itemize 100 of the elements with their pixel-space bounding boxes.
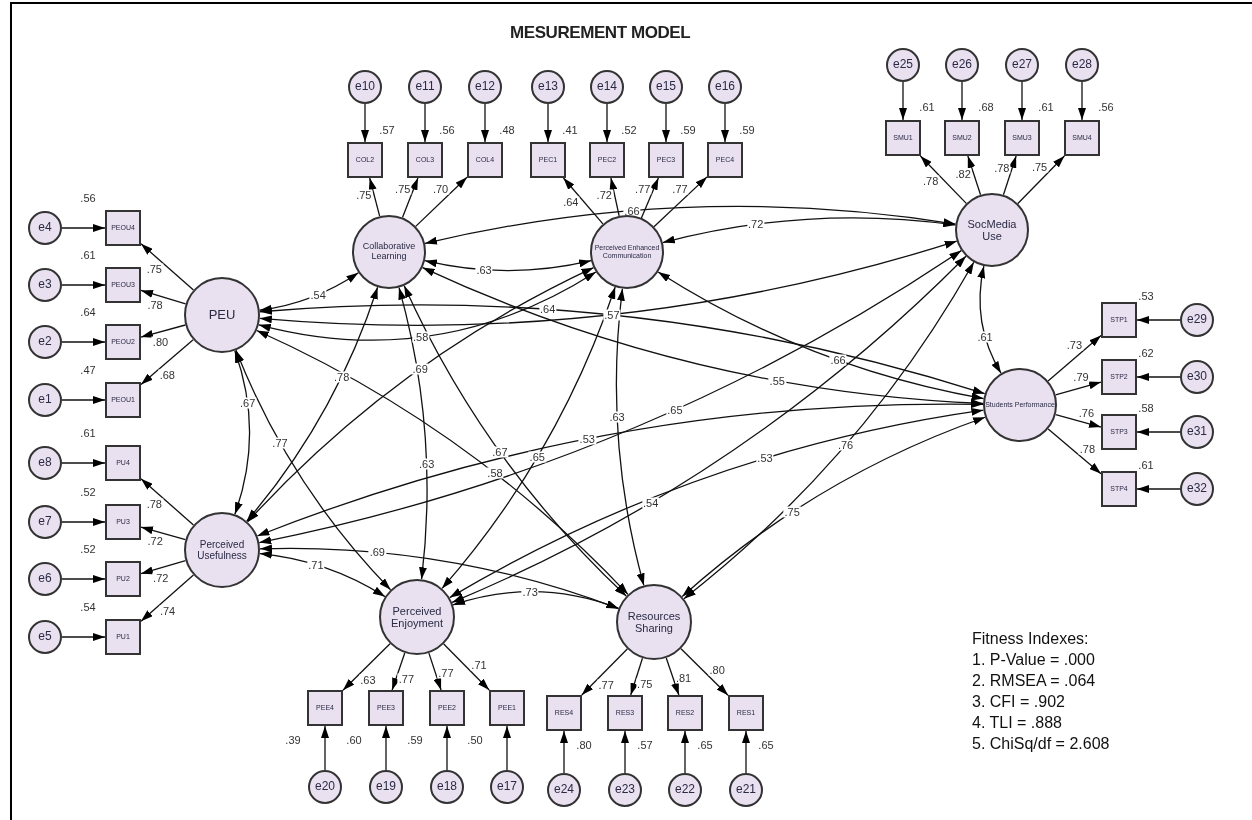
path-arrow <box>681 730 689 774</box>
indicator-box <box>589 142 625 178</box>
r-squared-label: .54 <box>80 601 96 613</box>
variable-label: e25 <box>893 58 913 72</box>
path-arrow <box>899 81 907 121</box>
path-arrow <box>1136 316 1181 324</box>
indicator-box <box>648 142 684 178</box>
path-arrow <box>958 81 966 121</box>
diagram-title: MESUREMENT MODEL <box>510 22 691 44</box>
edge-label: .78 <box>1078 443 1097 455</box>
edge-label: .74 <box>158 605 177 617</box>
edge-label: .77 <box>597 679 615 691</box>
edge-label: .75 <box>145 263 163 275</box>
edge-label: .78 <box>993 162 1011 174</box>
indicator-box <box>530 142 566 178</box>
variable-label: e3 <box>38 278 52 292</box>
path-arrow <box>919 155 967 205</box>
r-squared-label: .61 <box>919 101 935 113</box>
edge-label: .73 <box>521 586 539 598</box>
path-arrow <box>581 648 628 696</box>
edge-label: .77 <box>437 667 455 679</box>
variable-label: e31 <box>1187 425 1207 439</box>
edge-label: .76 <box>1077 407 1096 419</box>
r-squared-label: .56 <box>439 124 455 136</box>
indicator-box <box>368 690 404 726</box>
variable-label: e2 <box>38 335 52 349</box>
r-squared-label: .65 <box>697 739 713 751</box>
edge-label: .77 <box>671 183 689 194</box>
edge-label: .67 <box>491 446 509 458</box>
indicator-box <box>429 690 465 726</box>
indicator-box <box>1101 414 1137 450</box>
variable-label: PEU <box>208 307 236 323</box>
indicator-box <box>467 142 503 178</box>
edge-label: .63 <box>475 264 493 276</box>
r-squared-label: .64 <box>80 306 96 318</box>
edge-label: .72 <box>146 536 164 547</box>
r-squared-label: .59 <box>407 734 423 746</box>
path-arrow <box>742 730 750 774</box>
path-arrow <box>1047 334 1102 382</box>
variable-label: SocMedia Use <box>966 217 1018 243</box>
variable-label: e13 <box>538 80 558 94</box>
edge-label: .80 <box>151 336 170 348</box>
covariance-arrow <box>259 551 386 598</box>
r-squared-label: .57 <box>637 739 653 751</box>
edge-label: .80 <box>708 664 726 676</box>
edge-label: .77 <box>397 673 416 685</box>
r-squared-label: .39 <box>285 734 301 746</box>
path-arrow <box>61 281 106 289</box>
path-arrow <box>1136 373 1181 381</box>
variable-label: e8 <box>38 456 52 470</box>
indicator-box <box>1101 471 1137 507</box>
path-arrow <box>140 339 194 386</box>
path-arrow <box>61 396 106 404</box>
edge-label: .82 <box>954 168 972 180</box>
indicator-box <box>1064 120 1100 156</box>
path-arrow <box>1017 155 1066 205</box>
variable-label: e15 <box>656 80 676 94</box>
edge-label: .68 <box>158 369 176 381</box>
edge-label: .57 <box>603 309 621 321</box>
path-arrow <box>61 338 106 346</box>
edge-label: .63 <box>608 411 626 423</box>
r-squared-label: .53 <box>1138 290 1154 302</box>
indicator-box <box>885 120 921 156</box>
edge-label: .72 <box>595 189 613 200</box>
indicator-box <box>1004 120 1040 156</box>
path-arrow <box>562 177 604 225</box>
r-squared-label: .59 <box>680 124 696 136</box>
path-arrow <box>1078 81 1086 121</box>
covariance-arrow <box>977 265 1002 374</box>
edge-label: .65 <box>528 451 546 463</box>
variable-label: e6 <box>38 572 52 586</box>
indicator-box <box>944 120 980 156</box>
indicator-box <box>546 695 582 731</box>
variable-label: e4 <box>38 221 52 235</box>
variable-label: Resources Sharing <box>626 609 682 635</box>
covariance-arrow <box>421 266 984 407</box>
r-squared-label: .52 <box>80 543 96 555</box>
edge-label: .81 <box>674 672 693 684</box>
covariance-arrow <box>449 408 984 599</box>
r-squared-label: .47 <box>80 364 96 376</box>
path-arrow <box>443 643 490 691</box>
r-squared-label: .52 <box>621 124 637 136</box>
edge-label: .79 <box>1072 371 1090 383</box>
indicator-box <box>105 619 141 655</box>
variable-label: Perceived Enjoyment <box>390 604 444 630</box>
edge-label: .69 <box>411 363 429 375</box>
path-arrow <box>662 103 670 143</box>
variable-label: e1 <box>38 393 52 407</box>
covariance-arrow <box>256 329 629 595</box>
edge-label: .67 <box>239 397 257 409</box>
edge-label: .75 <box>394 183 412 195</box>
variable-label: e24 <box>554 783 574 797</box>
r-squared-label: .50 <box>467 734 483 746</box>
path-arrow <box>443 725 451 771</box>
path-arrow <box>61 459 106 467</box>
edge-label: .53 <box>756 452 774 464</box>
r-squared-label: .41 <box>562 124 578 136</box>
path-arrow <box>544 103 552 143</box>
variable-label: e26 <box>952 58 972 72</box>
fit-index-text: 3. CFI = .902 <box>972 692 1066 712</box>
